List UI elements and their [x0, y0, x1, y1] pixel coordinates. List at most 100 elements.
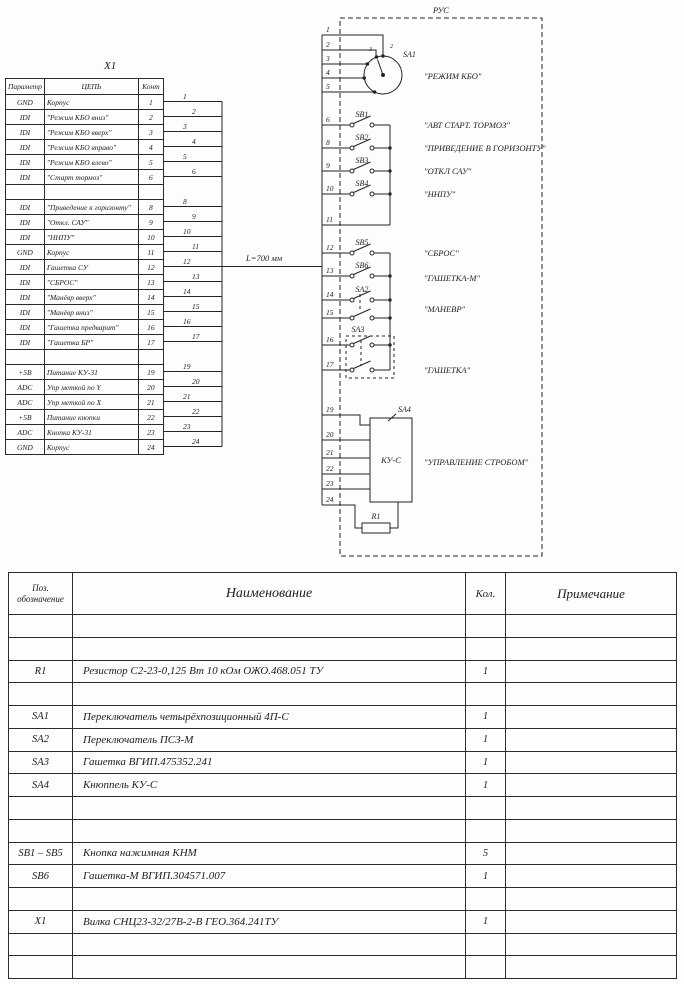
pin-number: 12 [326, 243, 334, 252]
cable-length-label: L=700 мм [245, 253, 283, 263]
parts-qty-cell: 1 [465, 705, 506, 729]
wire-number: 21 [183, 392, 191, 401]
sa1-switch: 3 2 SA1 "РЕЖИМ КБО" [362, 44, 482, 95]
pin-number: 22 [326, 464, 334, 473]
parts-note-cell [505, 614, 677, 638]
pin-number: 9 [326, 161, 330, 170]
pin-number: 21 [326, 448, 334, 457]
parts-pos-cell: SA3 [8, 750, 73, 775]
parts-pos-cell [8, 796, 73, 820]
parts-pos-cell: SA1 [8, 705, 73, 729]
parts-note-cell [505, 887, 677, 911]
parts-header-qty: Кол. [465, 572, 506, 615]
sb5-button: SB5 "СБРОС" [349, 238, 459, 258]
wire-number: 20 [192, 377, 200, 386]
parts-note-cell [505, 909, 677, 934]
parts-note-cell [505, 932, 677, 957]
wire-number: 4 [192, 137, 196, 146]
wire-number: 6 [192, 167, 196, 176]
parts-row [8, 932, 677, 957]
parts-pos-cell: SB1 – SB5 [8, 841, 73, 866]
parts-note-cell [505, 727, 677, 752]
sb4-label: "ННПУ" [424, 189, 456, 199]
sb3-ref: SB3 [356, 156, 369, 165]
parts-pos-cell: R1 [8, 659, 73, 684]
pin-number: 17 [326, 360, 334, 369]
sb6-trigger: SB6 "ГАШЕТКА-М" [349, 261, 480, 283]
parts-row: SA1 Переключатель четырёхпозиционный 4П-… [8, 705, 677, 729]
wire-number: 19 [183, 362, 191, 371]
connector-row: IDI "Манёвр вверх" 14 [5, 289, 164, 305]
connector-row: ADC Упр меткой по Y 20 [5, 379, 164, 395]
parts-pos-cell [8, 614, 73, 638]
wire-number: 11 [192, 242, 199, 251]
parts-name-cell: Переключатель ПСЗ-М [72, 727, 466, 752]
connector-row: GND Корпус 11 [5, 244, 164, 260]
parts-row: X1 Вилка СНЦ23-32/27В-2-В ГЕО.364.241ТУ … [8, 909, 677, 934]
parts-pos-cell [8, 682, 73, 706]
connector-row: IDI "Режим КБО влево" 5 [5, 154, 164, 170]
parts-note-cell [505, 659, 677, 684]
parts-name-cell: Вилка СНЦ23-32/27В-2-В ГЕО.364.241ТУ [72, 909, 466, 934]
parts-pos-cell [8, 955, 73, 979]
connector-row: IDI "Приведение к горизонту" 8 [5, 199, 164, 215]
sa3-ref: SA3 [352, 325, 365, 334]
wire-number: 14 [183, 287, 191, 296]
parts-name-cell: Гашетка-М ВГИП.304571.007 [72, 864, 466, 888]
wire-number: 12 [183, 257, 191, 266]
pin-number: 14 [326, 290, 334, 299]
pin-number: 5 [326, 82, 330, 91]
sa1-position-label: 3 [368, 47, 372, 53]
connector-row: IDI "Старт тормоз" 6 [5, 169, 164, 185]
connector-row: +5В Питание КУ-31 19 [5, 364, 164, 380]
rus-box-title: РУС [432, 5, 449, 15]
sb2-ref: SB2 [356, 133, 369, 142]
sa1-label: "РЕЖИМ КБО" [424, 71, 482, 81]
pin-number: 20 [326, 430, 334, 439]
parts-pos-cell [8, 887, 73, 911]
pin-number: 10 [326, 184, 334, 193]
sa3-label: "ГАШЕТКА" [424, 365, 471, 375]
connector-row: IDI "Режим КБО вверх" 3 [5, 124, 164, 140]
parts-header-pos: Поз. обозначение [8, 572, 73, 615]
parts-row: SA4 Кнюппель КУ-С 1 [8, 773, 677, 797]
pin-number: 1 [326, 25, 330, 34]
r1-ref: R1 [371, 512, 381, 521]
sa4-joystick: SA4 КУ-С "УПРАВЛЕНИЕ СТРОБОМ" [369, 405, 529, 503]
schematic-svg: L=700 мм 1 2 3 4 5 6 8 9 10 11 12 13 14 … [163, 5, 546, 557]
parts-name-cell: Кнопка нажимная КНМ [72, 841, 466, 866]
sb6-label: "ГАШЕТКА-М" [424, 273, 480, 283]
connector-row: ADC Упр меткой по X 21 [5, 394, 164, 410]
r1-resistor: R1 [361, 502, 399, 534]
parts-pos-cell: SB6 [8, 864, 73, 888]
parts-note-cell [505, 796, 677, 820]
parts-pos-cell [8, 932, 73, 957]
parts-note-cell [505, 955, 677, 979]
parts-qty-cell [465, 818, 506, 843]
parts-row: SB1 – SB5 Кнопка нажимная КНМ 5 [8, 841, 677, 866]
parts-qty-cell: 1 [465, 773, 506, 797]
sb3-label: "ОТКЛ САУ" [424, 166, 472, 176]
wire-number: 5 [183, 152, 187, 161]
sb2-button: SB2 "ПРИВЕДЕНИЕ В ГОРИЗОНТУ" [349, 133, 546, 153]
pin-number: 11 [326, 215, 333, 224]
parts-row [8, 682, 677, 706]
wire-number: 8 [183, 197, 187, 206]
connector-pin-cell: 13 [137, 274, 164, 290]
pin-number: 23 [326, 479, 334, 488]
parts-name-cell [72, 932, 466, 957]
sb5-label: "СБРОС" [424, 248, 459, 258]
parts-row [8, 818, 677, 843]
parts-note-cell [505, 841, 677, 866]
sb4-button: SB4 "ННПУ" [349, 179, 456, 199]
sa2-ref: SA2 [356, 285, 369, 294]
parts-row: R1 Резистор С2-23-0,125 Вт 10 кОм ОЖО.46… [8, 659, 677, 684]
connector-header-row: Параметр ЦЕПЬ Конт [5, 78, 164, 95]
sb5-ref: SB5 [356, 238, 369, 247]
wire-number: 10 [183, 227, 191, 236]
wire-number: 13 [192, 272, 200, 281]
connector-row: ADC Кнопка КУ-31 23 [5, 424, 164, 440]
parts-pos-cell: SA4 [8, 773, 73, 797]
connector-table: Параметр ЦЕПЬ Конт GND Корпус 1 IDI "Реж… [5, 78, 164, 455]
